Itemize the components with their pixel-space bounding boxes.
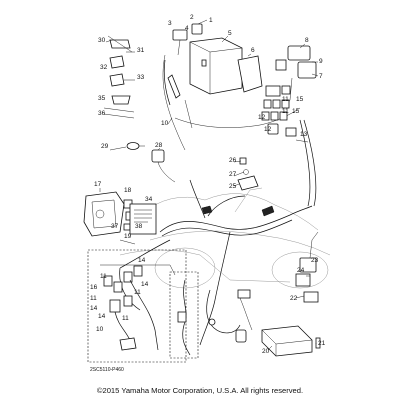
part-connector-29	[126, 142, 145, 150]
callout-38: 38	[135, 223, 143, 230]
callout-8: 8	[305, 37, 309, 44]
part-clamps	[103, 35, 135, 119]
callout-30: 30	[98, 37, 106, 44]
part-right-harness	[295, 119, 317, 207]
part-sub-harness	[100, 264, 176, 351]
callout-14d: 14	[98, 313, 106, 320]
callout-7: 7	[319, 73, 323, 80]
callout-37: 37	[111, 223, 119, 230]
callout-22: 22	[290, 295, 298, 302]
callout-13: 13	[300, 131, 308, 138]
callout-35: 35	[98, 95, 106, 102]
callout-34: 34	[145, 196, 153, 203]
part-harness-tube	[163, 59, 193, 129]
callout-20: 20	[262, 348, 270, 355]
callout-14b: 14	[141, 281, 149, 288]
copyright-notice: ©2015 Yamaha Motor Corporation, U.S.A. A…	[96, 386, 304, 395]
part-coupler-main	[201, 205, 275, 217]
callout-labels: 1 2 3 4 5 6 7 8 9 10 11 11 15 12 15 13 1…	[90, 14, 326, 373]
callout-15b: 15	[292, 108, 300, 115]
callout-11b: 11	[282, 108, 289, 115]
callout-19: 19	[124, 233, 132, 240]
callout-11f: 11	[122, 315, 129, 322]
callout-12a: 12	[258, 114, 266, 121]
part-bracket	[237, 55, 263, 93]
callout-17: 17	[94, 181, 102, 188]
callout-26: 26	[229, 157, 237, 164]
callout-28: 28	[155, 142, 163, 149]
callout-36: 36	[98, 110, 106, 117]
callout-14c: 14	[90, 305, 98, 312]
callout-21: 21	[318, 340, 326, 347]
callout-11c: 11	[134, 289, 141, 296]
callout-23: 23	[311, 257, 319, 264]
part-fuse-block	[261, 85, 297, 137]
callout-6: 6	[251, 47, 255, 54]
part-relays-right	[295, 231, 319, 303]
callout-27: 27	[229, 171, 237, 178]
wire-harness	[119, 54, 313, 346]
callout-18: 18	[124, 187, 132, 194]
callout-11d: 11	[100, 273, 107, 280]
center-harness-frame	[169, 271, 199, 359]
callout-4: 4	[185, 25, 189, 32]
callout-10a: 10	[161, 120, 169, 127]
callout-3: 3	[168, 20, 172, 27]
part-relay-assembly	[275, 45, 317, 109]
callout-29: 29	[101, 143, 109, 150]
diagram-code: 2SC5110-P460	[90, 367, 124, 373]
callout-1: 1	[209, 17, 213, 24]
part-ecu-box	[189, 37, 243, 95]
part-sensor-25	[237, 157, 259, 191]
callout-9: 9	[319, 58, 323, 65]
part-label-34	[129, 203, 157, 235]
part-sensor-cable	[206, 289, 253, 343]
callout-5: 5	[228, 30, 232, 37]
atv-body-outline	[119, 187, 331, 289]
part-center-harness	[177, 279, 191, 356]
callout-11e: 11	[90, 295, 97, 302]
callout-12b: 12	[264, 126, 272, 133]
callout-25: 25	[229, 183, 237, 190]
leader-lines	[99, 19, 319, 351]
callout-15a: 15	[296, 96, 304, 103]
part-cdi-unit	[261, 325, 321, 357]
callout-14a: 14	[138, 257, 146, 264]
callout-2: 2	[190, 14, 194, 21]
callout-32: 32	[100, 64, 108, 71]
callout-24: 24	[297, 267, 305, 274]
callout-16: 16	[90, 284, 98, 291]
callout-10b: 10	[96, 326, 104, 333]
part-relay-top	[172, 23, 203, 56]
callout-11a: 11	[282, 96, 289, 103]
callout-31: 31	[137, 47, 145, 54]
callout-33: 33	[137, 74, 145, 81]
subharness-frame	[87, 249, 187, 363]
part-switch-28	[151, 149, 176, 183]
